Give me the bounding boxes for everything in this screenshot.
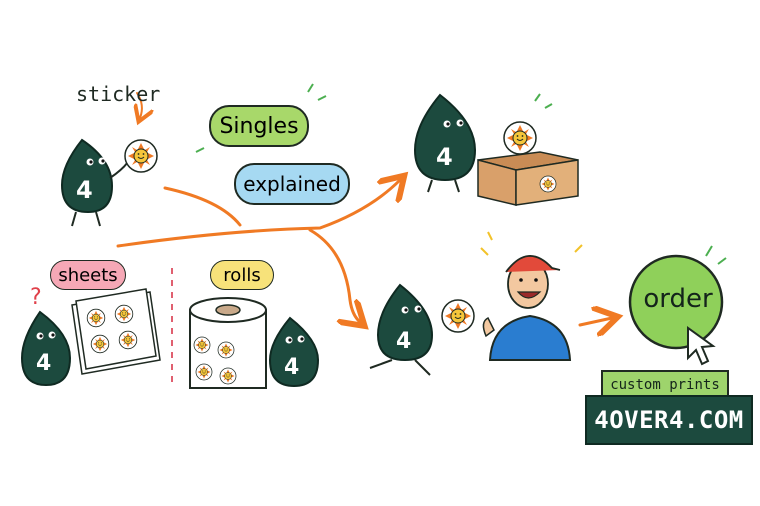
singles-pill: Singles: [209, 105, 309, 147]
character-box: 4: [413, 93, 537, 193]
sparkles: [195, 83, 553, 153]
character-rolls: 4: [268, 316, 320, 388]
character-number: 4: [396, 329, 411, 354]
sticker-roll-icon: [189, 297, 267, 389]
thumbs-up-icon: [482, 316, 495, 338]
character-number: 4: [36, 351, 51, 376]
customer-figure: [480, 231, 583, 361]
sun-sticker-icon: [124, 139, 158, 173]
character-number: 4: [284, 355, 299, 380]
flow-arrows: [116, 92, 612, 325]
sticker-sheet-icon: [71, 288, 161, 375]
cursor-arrow-icon: [687, 326, 716, 366]
character-sticker: 4: [60, 138, 158, 227]
order-button-shape: [628, 245, 727, 350]
character-sheets: 4 ?: [20, 285, 72, 387]
order-button[interactable]: order: [643, 284, 713, 314]
character-number: 4: [76, 176, 93, 204]
sun-sticker-icon: [441, 299, 475, 333]
sun-sticker-icon: [503, 121, 537, 155]
question-mark-icon: ?: [30, 285, 42, 310]
brand-logo: 4OVER4.COM: [585, 395, 753, 445]
sticker-label: sticker: [76, 82, 161, 106]
sheets-label: sheets: [50, 260, 126, 290]
rolls-label: rolls: [210, 260, 274, 290]
character-number: 4: [436, 143, 453, 171]
character-running: 4: [369, 283, 475, 376]
explained-bubble: explained: [234, 163, 350, 205]
cardboard-box-icon: [477, 151, 579, 206]
